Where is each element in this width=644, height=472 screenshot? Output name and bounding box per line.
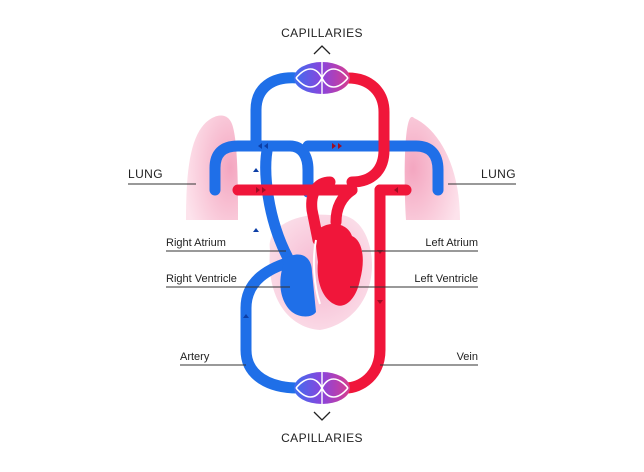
top-capillary-pointer bbox=[313, 45, 331, 55]
left-ventricle-label: Left Ventricle bbox=[414, 273, 478, 285]
bottom-capillary-bed bbox=[294, 372, 350, 404]
right-lung-shape bbox=[404, 116, 460, 220]
capillaries-bottom-label: CAPILLARIES bbox=[281, 431, 363, 445]
bottom-capillary-pointer bbox=[313, 411, 331, 421]
heart-septum bbox=[312, 239, 321, 305]
artery-label: Artery bbox=[180, 351, 210, 363]
oxygenated-vessels bbox=[232, 72, 412, 394]
top-capillary-bed bbox=[294, 62, 350, 94]
right-heart-chambers bbox=[280, 254, 316, 317]
vein-label: Vein bbox=[456, 351, 478, 363]
lung-left-label: LUNG bbox=[128, 167, 163, 181]
left-heart-chambers bbox=[316, 223, 363, 306]
flow-direction-arrows-red bbox=[256, 143, 398, 304]
right-atrium-label: Right Atrium bbox=[166, 237, 226, 249]
flow-direction-arrows bbox=[243, 143, 268, 318]
lung-right-label: LUNG bbox=[481, 167, 516, 181]
deoxygenated-vessels bbox=[209, 72, 444, 394]
leader-lines bbox=[128, 183, 516, 366]
capillaries-top-label: CAPILLARIES bbox=[281, 26, 363, 40]
right-ventricle-label: Right Ventricle bbox=[166, 273, 237, 285]
left-atrium-label: Left Atrium bbox=[425, 237, 478, 249]
